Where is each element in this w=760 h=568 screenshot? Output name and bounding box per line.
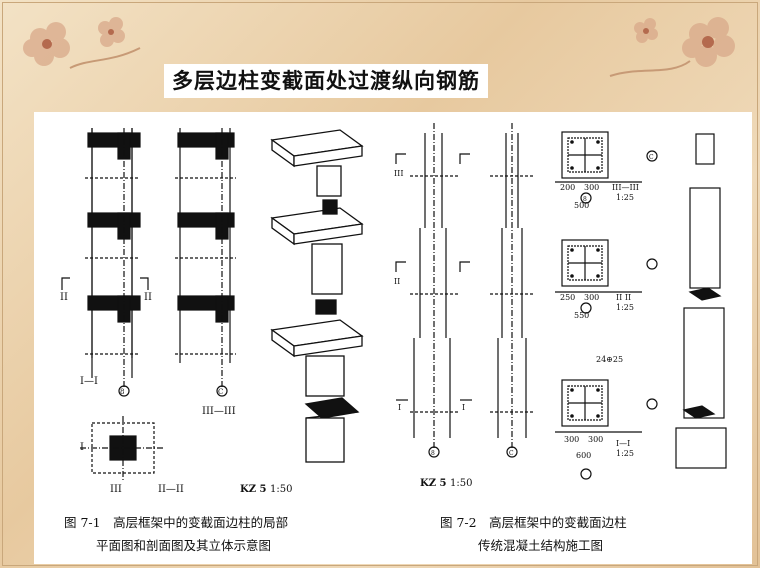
fig2-dim-300-c: 300 xyxy=(564,435,579,444)
fig2-mark-2-left: II xyxy=(394,277,400,286)
fig1-mark-3: III xyxy=(110,484,122,495)
figure2-caption-line2: 传统混凝土结构施工图 xyxy=(478,538,604,553)
fig2-sec3: III—III xyxy=(612,183,639,192)
fig2-dim-600: 600 xyxy=(576,451,591,460)
fig2-dim-300-a: 300 xyxy=(584,183,599,192)
fig2-mark-1-left: I xyxy=(398,403,401,412)
figure2-caption-line1: 图 7-2 高层框架中的变截面边柱 xyxy=(440,515,627,530)
fig2-axis-8-b: 8 xyxy=(431,450,435,457)
fig2-dim-250: 250 xyxy=(560,293,575,302)
figure2-drawing: 200 300 500 III—III 1:25 250 300 550 II … xyxy=(394,123,727,489)
figure1-caption-line1: 图 7-1 高层框架中的变截面边柱的局部 xyxy=(64,515,289,530)
fig2-scale-3: 1:25 xyxy=(616,193,634,202)
fig2-axis-c-a: C xyxy=(649,154,654,161)
fig2-dim-300-b: 300 xyxy=(584,293,599,302)
fig2-mark-3-left: III xyxy=(394,169,403,178)
figure1-drawing: I—I 8 III—III C II II I III II—II KZ 5 1… xyxy=(60,128,364,495)
fig2-label-scale: 1:50 xyxy=(450,478,472,489)
figure1-caption-line2: 平面图和剖面图及其立体示意图 xyxy=(96,538,272,553)
fig2-sec2: II II xyxy=(616,293,631,302)
fig2-label-kz: KZ 5 xyxy=(420,478,446,489)
slide-title: 多层边柱变截面处过渡纵向钢筋 xyxy=(164,64,488,98)
fig2-scale-1: 1:25 xyxy=(616,449,634,458)
fig1-label-section-22: II—II xyxy=(158,484,184,495)
flower-decoration-right xyxy=(609,17,735,77)
fig1-mark-2-left: II xyxy=(60,292,68,303)
fig2-axis-8-a: 8 xyxy=(583,196,587,203)
fig2-rebar: 24⊕25 xyxy=(596,355,623,364)
fig2-mark-1-right: I xyxy=(462,403,465,412)
fig2-dim-200: 200 xyxy=(560,183,575,192)
figure-panel xyxy=(34,112,752,564)
fig1-axis-c: C xyxy=(218,388,223,396)
fig1-axis-8: 8 xyxy=(120,388,124,396)
fig1-label-section-11: I—I xyxy=(80,376,98,387)
fig2-sec1: I—I xyxy=(616,439,630,448)
fig1-mark-2-right: II xyxy=(144,292,152,303)
fig1-label-section-3: III—III xyxy=(202,406,236,417)
fig2-scale-2: 1:25 xyxy=(616,303,634,312)
fig2-dim-300-d: 300 xyxy=(588,435,603,444)
fig1-mark-1: I xyxy=(80,442,84,453)
flower-decoration-left xyxy=(23,17,141,69)
fig2-axis-c-b: C xyxy=(509,450,514,457)
fig2-dim-550: 550 xyxy=(574,311,589,320)
fig1-label-scale: 1:50 xyxy=(270,484,292,495)
fig1-label-kz: KZ 5 xyxy=(240,484,266,495)
fig2-dim-500: 500 xyxy=(574,201,589,210)
